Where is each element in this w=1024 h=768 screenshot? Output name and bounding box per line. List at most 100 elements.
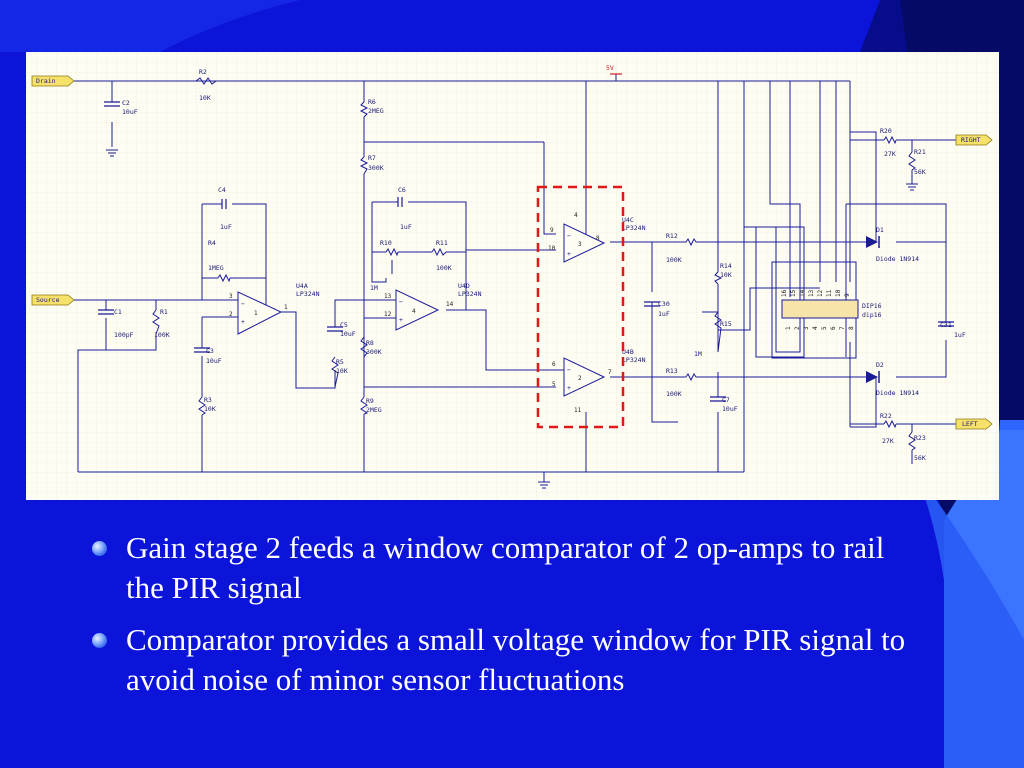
c5-value: 10uF [340,330,356,338]
r10-value: 1M [370,284,378,292]
bullet-text: Comparator provides a small voltage wind… [126,622,906,697]
resistors [152,77,916,451]
c2-value: 10uF [122,108,138,116]
r13-value: 100K [666,390,682,398]
dip-pin-bottom: 1 [785,326,792,330]
dip-pin-bottom: 7 [839,326,846,330]
c30-value: 1uF [658,310,670,318]
svg-text:+: + [399,316,403,324]
circuit-schematic: − + 1 3 2 1 U4A LP324N − + 4 13 12 14 U4… [26,52,999,500]
dip-pin-top: 12 [817,289,824,297]
u4a-minus-sign: − [241,300,245,308]
u4a-part: LP324N [296,290,320,298]
u4a-plus-sign: + [241,318,245,326]
c6-label: C6 [398,186,406,194]
r22-value: 27K [882,437,894,445]
dip-pin-top: 13 [808,289,815,297]
dip-pin-bottom: 6 [830,326,837,330]
r6-label: R6 [368,98,376,106]
d1-label: D1 [876,226,884,234]
r12-label: R12 [666,232,678,240]
r2-label: R2 [199,68,207,76]
c31-label: C31 [940,321,952,329]
port-right: RIGHT [955,134,993,146]
opamp-u4b: − + 2 6 5 7 11 U4B LP324N [552,348,646,414]
u4a-pin-minus: 2 [229,311,233,318]
d2-label: D2 [876,361,884,369]
c4-label: C4 [218,186,226,194]
svg-text:−: − [567,366,571,374]
r4-value: 1MEG [208,264,224,272]
c31-value: 1uF [954,331,966,339]
r11-label: R11 [436,239,448,247]
r21-value: 56K [914,168,926,176]
u4d-pin-plus: 12 [384,311,392,318]
u4b-pin-plus: 5 [552,381,556,388]
dip-pin-top: 10 [835,289,842,297]
r21-label: R21 [914,148,926,156]
svg-text:+: + [567,250,571,258]
r15-value: 1M [694,350,702,358]
dip-pin-bottom: 4 [812,326,819,330]
port-left-label: LEFT [962,420,978,428]
r7-label: R7 [368,154,376,162]
r9-value: 2MEG [366,406,382,414]
c5-label: C5 [340,321,348,329]
d2-value: Diode 1N914 [876,389,919,397]
r4-label: R4 [208,239,216,247]
opamp-u4c: − + 3 9 10 8 4 U4C LP324N [548,212,646,263]
dip-pin-bottom: 5 [821,326,828,330]
u4c-part: LP324N [622,224,646,232]
port-left: LEFT [955,418,993,430]
port-right-label: RIGHT [961,136,981,144]
u4b-pin-out: 7 [608,369,612,376]
dip16-label: DIP16 [862,302,882,310]
r23-value: 56K [914,454,926,462]
u4c-pin-plus: 10 [548,245,556,252]
c30-label: C30 [658,300,670,308]
r3-value: 10K [204,405,216,413]
bullet-text: Gain stage 2 feeds a window comparator o… [126,530,885,605]
bullet-item: Comparator provides a small voltage wind… [90,620,930,700]
dip-pin-top: 16 [781,289,788,297]
r1-value: 100K [154,331,170,339]
r2-value: 10K [199,94,211,102]
r20-value: 27K [884,150,896,158]
u4d-pin-out: 14 [446,301,454,308]
opamp-u4d: − + 4 13 12 14 U4D LP324N [384,282,482,331]
r15-label: R15 [720,320,732,328]
u4a-pin-plus: 3 [229,293,233,300]
u4b-pin-minus: 6 [552,361,556,368]
svg-text:−: − [567,232,571,240]
dip16-value: dip16 [862,311,882,319]
r12-value: 100K [666,256,682,264]
r6-value: 2MEG [368,107,384,115]
component-labels: R2 10K C2 10uF R6 2MEG R7 300K C4 1uF R4… [114,68,966,462]
u4b-pin-gnd: 11 [574,407,582,414]
port-drain-label: Drain [36,77,56,85]
dip-pin-top: 15 [790,289,797,297]
u4a-number: 1 [254,310,258,317]
c7-value: 10uF [722,405,738,413]
bullet-dot-icon [92,633,107,648]
r5-label: R5 [336,358,344,366]
r14-value: 10K [720,271,732,279]
r23-label: R23 [914,434,926,442]
port-source-label: Source [36,296,60,304]
capacitors [98,101,954,402]
dip-pin-bottom: 3 [803,326,810,330]
bullet-dot-icon [92,541,107,556]
u4b-name: U4B [622,348,634,356]
r8-label: R8 [366,339,374,347]
r13-label: R13 [666,367,678,375]
d1-value: Diode 1N914 [876,255,919,263]
c6-value: 1uF [400,223,412,231]
c3-value: 10uF [206,357,222,365]
u4c-name: U4C [622,216,634,224]
r9-label: R9 [366,397,374,405]
r8-value: 300K [366,348,382,356]
supply-label: 5V [606,64,614,72]
u4b-part: LP324N [622,356,646,364]
r3-label: R3 [204,396,212,404]
u4d-name: U4D [458,282,470,290]
